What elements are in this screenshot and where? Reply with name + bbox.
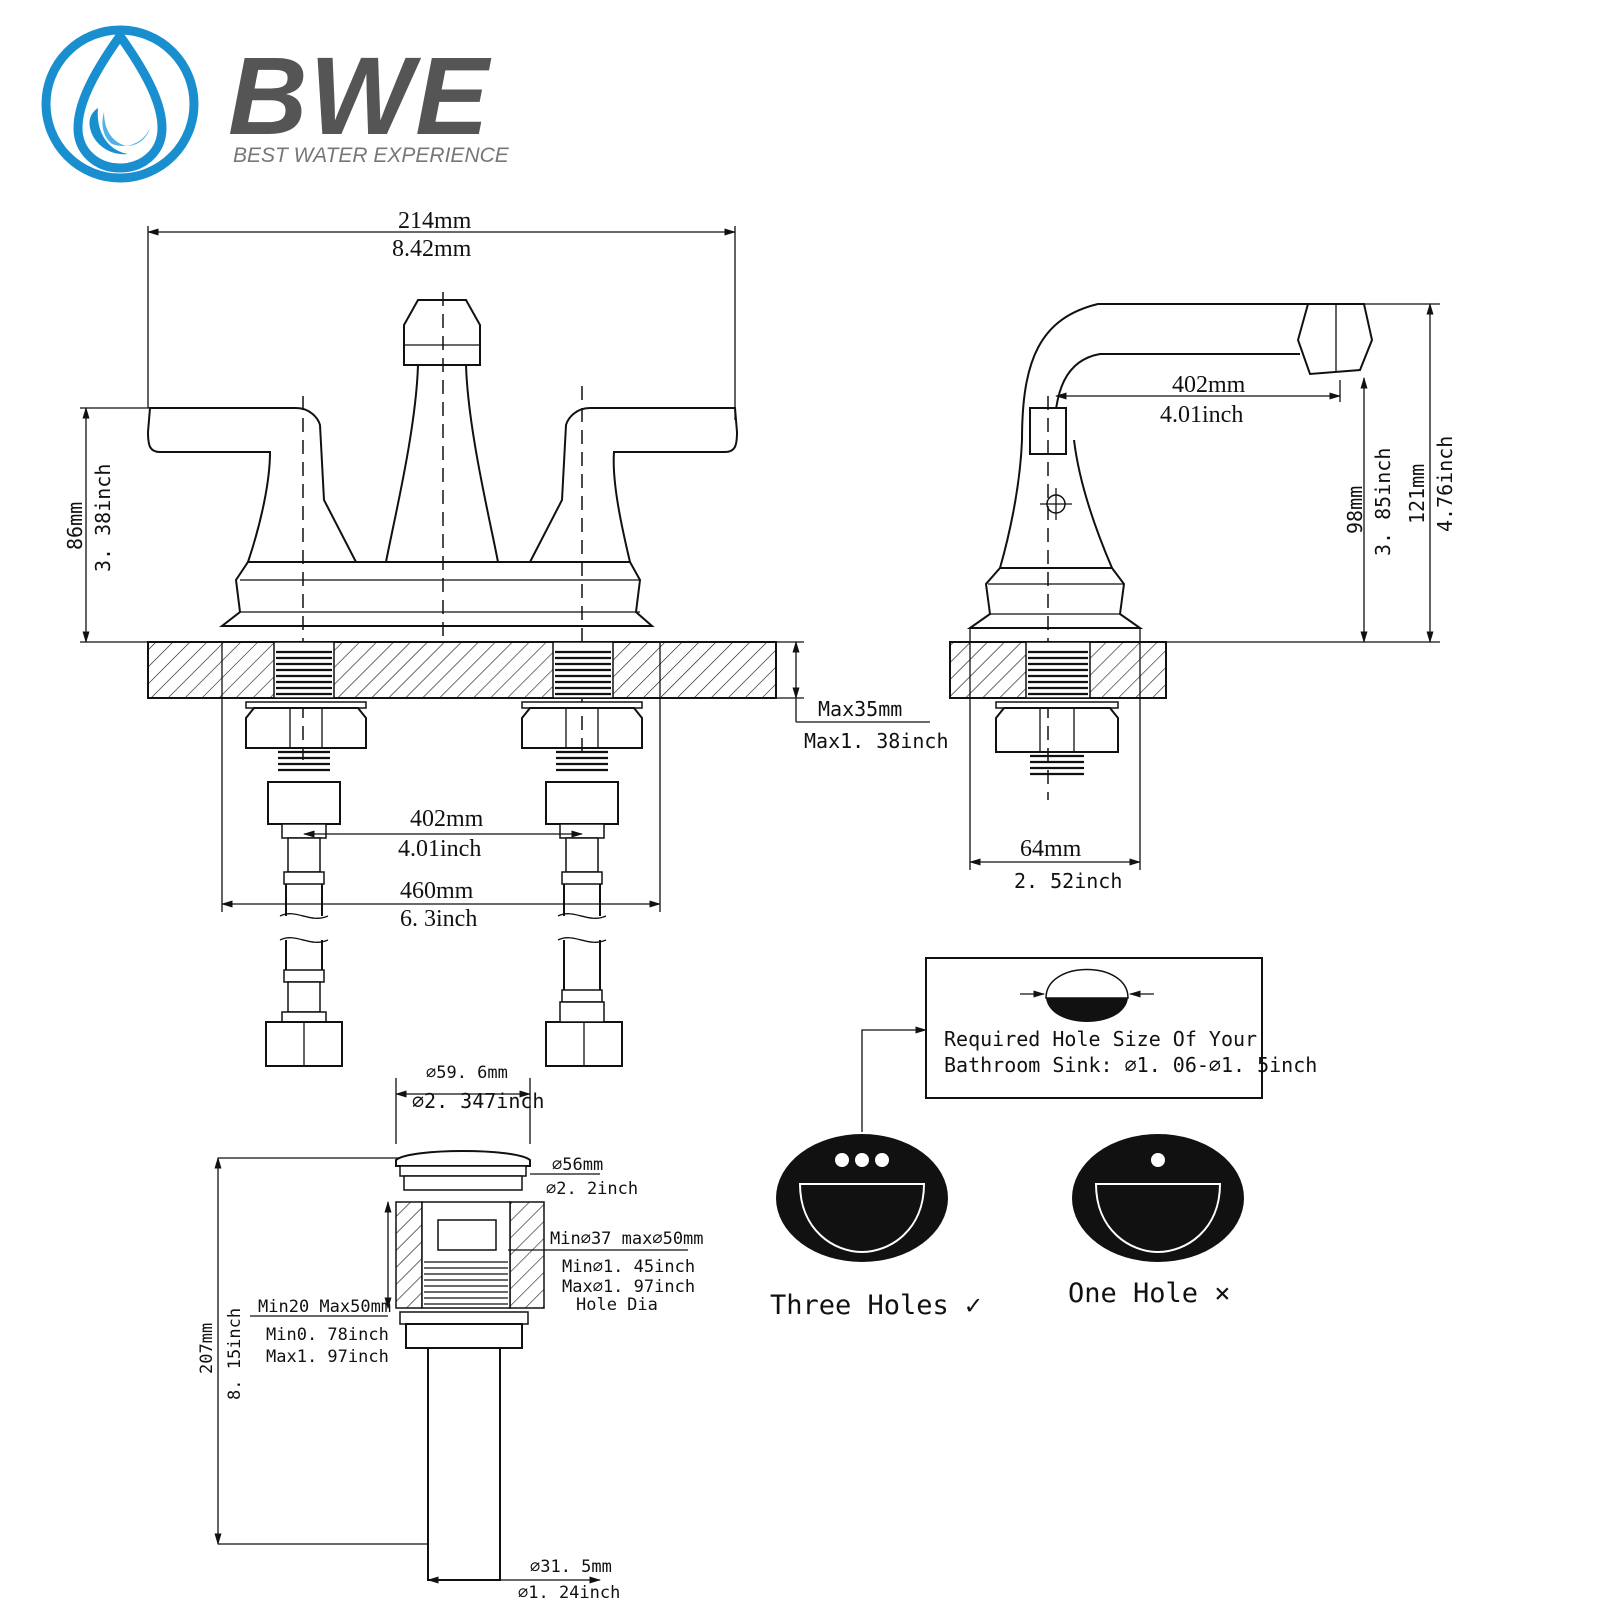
- drain-cap-mm: ⌀59. 6mm: [426, 1063, 508, 1083]
- hole-size-note: Required Hole Size Of Your Bathroom Sink…: [861, 957, 1317, 1132]
- hole-note-line2: Bathroom Sink: ⌀1. 06-⌀1. 5inch: [944, 1053, 1317, 1077]
- hole-note-line1: Required Hole Size Of Your: [944, 1027, 1257, 1051]
- drain-height-mm: 207mm: [197, 1323, 217, 1374]
- side-thread-lower: [1030, 754, 1084, 776]
- drain-cap-in: ⌀2. 347inch: [412, 1089, 544, 1113]
- right-thread-upper: [555, 650, 611, 696]
- water-drop-icon: [41, 25, 199, 183]
- side-spout-h-in: 3. 85inch: [1371, 448, 1395, 556]
- side-base-mm: 64mm: [1020, 836, 1082, 862]
- three-holes-label: Three Holes ✓: [770, 1290, 981, 1321]
- side-reach-mm: 402mm: [1172, 372, 1246, 398]
- deck-max-mm: Max35mm: [818, 697, 902, 721]
- brand-name: BWE: [228, 35, 492, 158]
- one-hole-sink-icon: [1072, 1134, 1244, 1262]
- front-base-in: 6. 3inch: [400, 906, 477, 932]
- drain-hole-line2: Min⌀1. 45inch: [562, 1257, 695, 1277]
- drain-hole-line3: Max⌀1. 97inch: [562, 1277, 695, 1297]
- drain-hole-line1: Min⌀37 max⌀50mm: [550, 1229, 704, 1249]
- drain-thick-in-min: Min0. 78inch: [266, 1325, 389, 1345]
- brand-logo: BWE BEST WATER EXPERIENCE: [41, 25, 510, 183]
- drain-view: ⌀59. 6mm ⌀2. 347inch ⌀56mm ⌀2. 2inch Min…: [197, 1063, 704, 1600]
- drain-hole-line4: Hole Dia: [576, 1295, 658, 1315]
- front-center-in: 4.01inch: [398, 836, 481, 862]
- front-width-in: 8.42mm: [392, 236, 472, 262]
- drain-pipe-mm: ⌀31. 5mm: [530, 1557, 612, 1577]
- side-total-h-mm: 121mm: [1405, 464, 1429, 524]
- front-height-in: 3. 38inch: [91, 464, 115, 572]
- drain-pipe-in: ⌀1. 24inch: [518, 1583, 620, 1600]
- drain-thick-in-max: Max1. 97inch: [266, 1347, 389, 1367]
- drain-height-in: 8. 15inch: [225, 1308, 245, 1400]
- side-view: 402mm 4.01inch 98mm 3. 85inch 121mm 4.76…: [949, 302, 1457, 893]
- side-spout-h-mm: 98mm: [1343, 486, 1367, 534]
- front-width-mm: 214mm: [398, 208, 472, 234]
- one-hole-label: One Hole ×: [1068, 1278, 1231, 1309]
- front-view: 214mm 8.42mm 86mm 3. 38inch: [63, 208, 949, 1067]
- side-thread-upper: [1028, 650, 1088, 696]
- side-total-h-in: 4.76inch: [1433, 436, 1457, 532]
- three-hole-sink-icon: [776, 1134, 948, 1262]
- deck-max-in: Max1. 38inch: [804, 729, 949, 753]
- drain-thread: [424, 1261, 508, 1305]
- drain-thick-mm: Min20 Max50mm: [258, 1297, 391, 1317]
- front-base-mm: 460mm: [400, 878, 474, 904]
- front-center-mm: 402mm: [410, 806, 484, 832]
- drain-flange-mm: ⌀56mm: [552, 1155, 603, 1175]
- front-height-mm: 86mm: [63, 502, 87, 550]
- left-thread-upper: [276, 650, 332, 696]
- drain-flange-in: ⌀2. 2inch: [546, 1179, 638, 1199]
- brand-tagline: BEST WATER EXPERIENCE: [233, 144, 510, 167]
- left-thread-lower: [278, 750, 330, 772]
- side-reach-in: 4.01inch: [1160, 402, 1243, 428]
- right-thread-lower: [556, 750, 608, 772]
- side-base-in: 2. 52inch: [1014, 869, 1122, 893]
